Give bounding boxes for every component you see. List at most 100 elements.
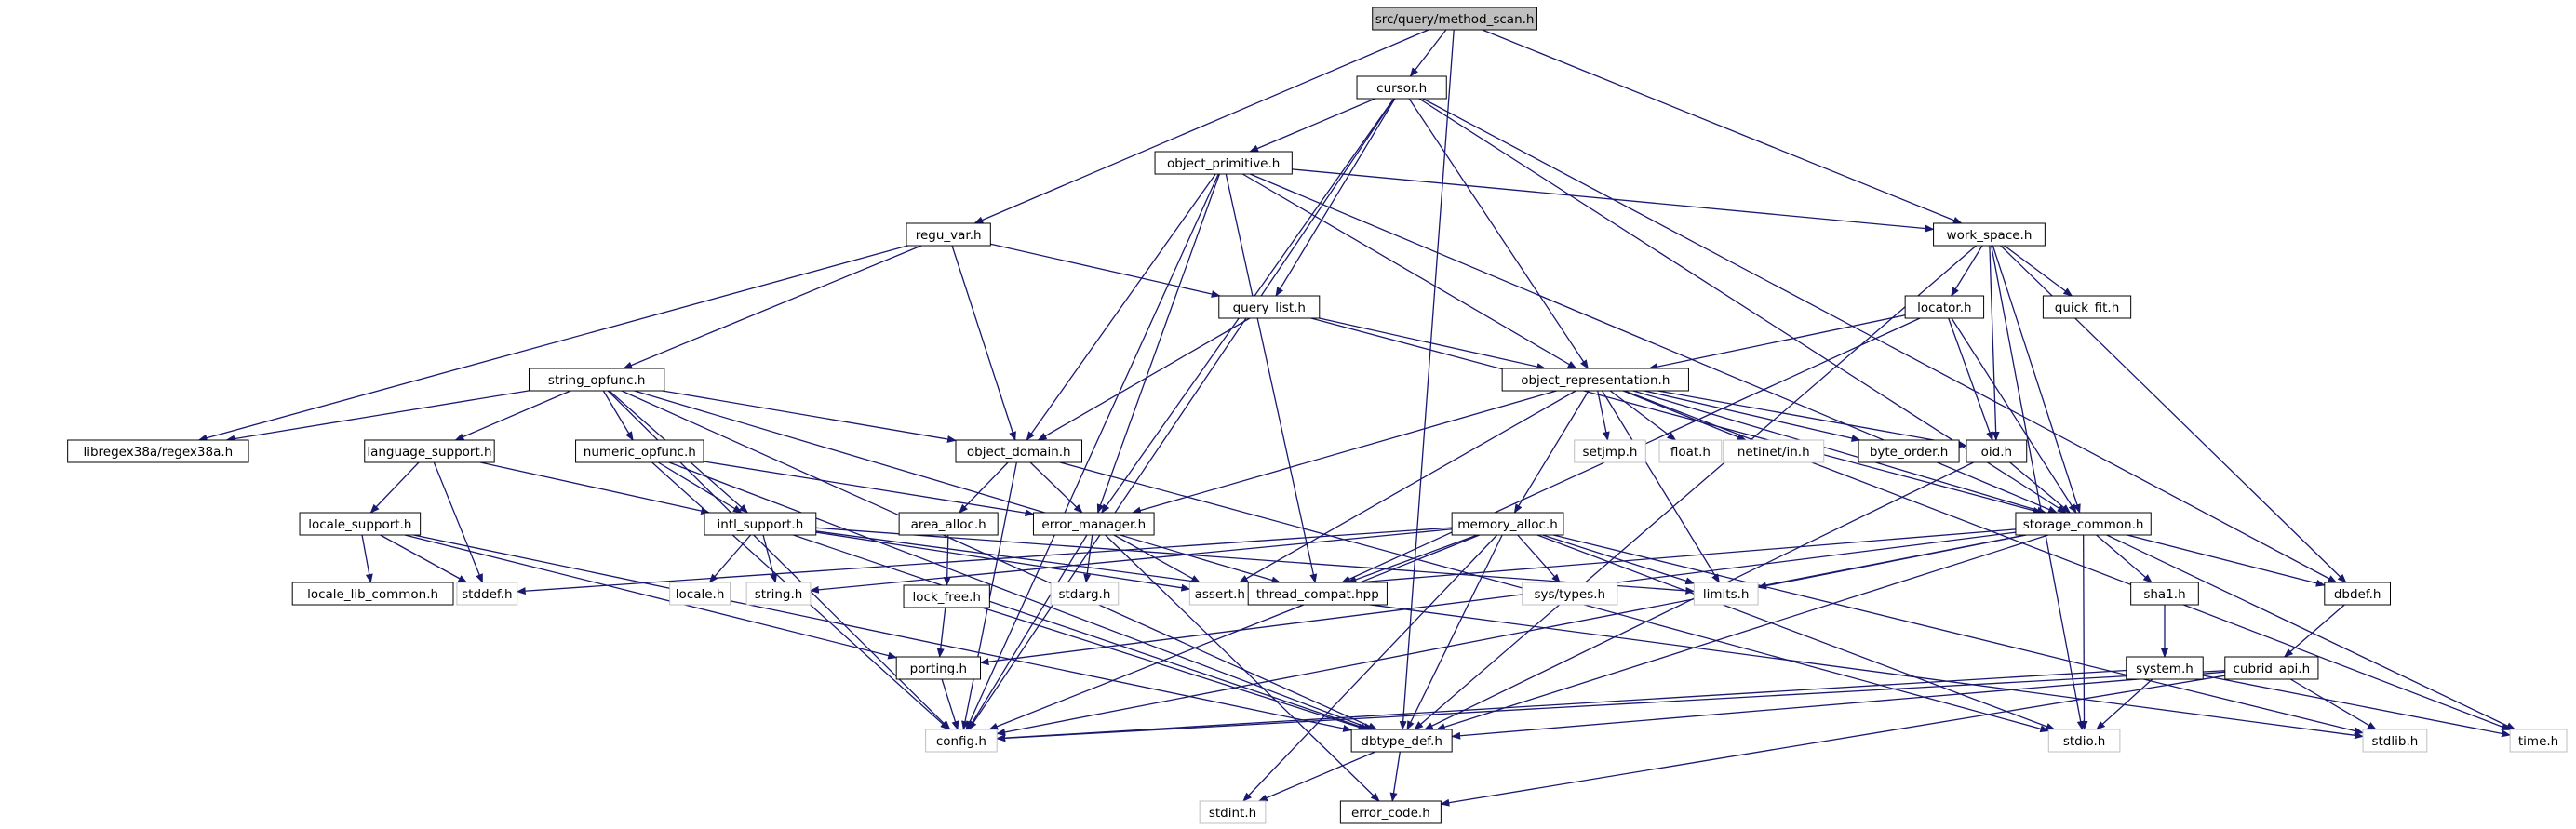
node-box-locator — [1904, 295, 1985, 319]
node-storage_common[interactable]: storage_common.h — [2015, 512, 2152, 536]
edge-dbtype_def-to-stdint — [1257, 751, 1376, 802]
node-system[interactable]: system.h — [2126, 656, 2204, 680]
node-box-cubrid_api — [2224, 656, 2319, 680]
node-label-error_manager: error_manager.h — [1041, 517, 1146, 532]
node-label-porting: porting.h — [910, 662, 967, 676]
node-intl_support[interactable]: intl_support.h — [704, 512, 817, 536]
node-libregex[interactable]: libregex38a/regex38a.h — [67, 439, 249, 463]
node-limits: limits.h — [1693, 582, 1759, 606]
edge-work_space-to-oid — [1989, 245, 2000, 441]
edge-object_representation-to-setjmp — [1597, 390, 1610, 441]
node-label-string: string.h — [755, 587, 803, 602]
edge-error_manager-to-error_code — [1105, 534, 1380, 802]
node-object_representation[interactable]: object_representation.h — [1501, 368, 1689, 392]
node-label-method_scan: src/query/method_scan.h — [1375, 12, 1535, 27]
edge-memory_alloc-to-thread_compat — [1347, 534, 1478, 583]
edge-intl_support-to-locale — [708, 534, 752, 583]
node-byte_order[interactable]: byte_order.h — [1858, 439, 1960, 463]
node-label-stdlib: stdlib.h — [2371, 734, 2418, 749]
node-box-intl_support — [704, 512, 817, 536]
node-lock_free[interactable]: lock_free.h — [903, 584, 990, 608]
node-box-byte_order — [1858, 439, 1960, 463]
node-box-numeric_opfunc — [575, 439, 704, 463]
edge-query_list-to-object_domain — [1037, 317, 1251, 441]
node-label-lock_free: lock_free.h — [912, 590, 980, 605]
node-method_scan[interactable]: src/query/method_scan.h — [1372, 7, 1537, 31]
node-label-numeric_opfunc: numeric_opfunc.h — [584, 445, 696, 460]
edge-string_opfunc-to-language_support — [454, 390, 571, 441]
node-dbdef[interactable]: dbdef.h — [2324, 582, 2392, 606]
node-object_domain[interactable]: object_domain.h — [955, 439, 1083, 463]
node-oid[interactable]: oid.h — [1966, 439, 2028, 463]
node-stdlib: stdlib.h — [2362, 729, 2428, 753]
edge-numeric_opfunc-to-error_manager — [703, 461, 1035, 517]
node-cubrid_api[interactable]: cubrid_api.h — [2224, 656, 2319, 680]
node-object_primitive[interactable]: object_primitive.h — [1154, 151, 1293, 175]
edge-regu_var-to-object_domain — [951, 245, 1016, 441]
edge-string_opfunc-to-object_domain — [662, 390, 957, 443]
node-box-string — [745, 582, 812, 606]
edge-memory_alloc-to-stddef — [516, 527, 1453, 595]
node-box-regu_var — [906, 222, 991, 247]
node-locale: locale.h — [669, 582, 731, 606]
edge-method_scan-to-work_space — [1482, 29, 1963, 224]
edge-memory_alloc-to-sys_types — [1517, 534, 1561, 583]
node-stdint: stdint.h — [1199, 800, 1267, 824]
edge-storage_common-to-config — [996, 534, 2026, 736]
edge-locator-to-object_representation — [1648, 314, 1906, 371]
node-box-area_alloc — [898, 512, 999, 536]
node-thread_compat[interactable]: thread_compat.hpp — [1247, 582, 1388, 606]
node-label-object_domain: object_domain.h — [967, 445, 1071, 460]
edge-object_representation-to-error_manager — [1132, 390, 1557, 515]
node-label-storage_common: storage_common.h — [2023, 517, 2144, 532]
node-error_manager[interactable]: error_manager.h — [1032, 512, 1155, 536]
node-box-string_opfunc — [528, 368, 665, 392]
edge-regu_var-to-libregex — [197, 245, 908, 442]
node-float: float.h — [1658, 439, 1723, 463]
node-box-dbdef — [2324, 582, 2392, 606]
node-label-assert: assert.h — [1195, 587, 1245, 602]
edge-object_primitive-to-object_domain — [1026, 173, 1216, 441]
node-stdarg: stdarg.h — [1050, 582, 1120, 606]
node-language_support[interactable]: language_support.h — [364, 439, 495, 463]
edge-intl_support-to-limits — [815, 527, 1696, 595]
edge-memory_alloc-to-dbtype_def — [1406, 534, 1503, 730]
edge-storage_common-to-assert — [1249, 528, 2017, 595]
edge-system-to-stdio — [2096, 678, 2153, 730]
edge-object_representation-to-byte_order — [1644, 390, 1861, 442]
node-label-locator: locator.h — [1917, 301, 1971, 315]
edge-cursor-to-object_representation — [1408, 98, 1589, 369]
node-memory_alloc[interactable]: memory_alloc.h — [1451, 512, 1564, 536]
edge-work_space-to-quick_fit — [2004, 245, 2073, 297]
edge-cursor-to-object_primitive — [1249, 98, 1376, 153]
edge-object_domain-to-area_alloc — [959, 461, 1009, 514]
node-numeric_opfunc[interactable]: numeric_opfunc.h — [575, 439, 704, 463]
node-regu_var[interactable]: regu_var.h — [906, 222, 991, 247]
node-label-stdint: stdint.h — [1209, 806, 1256, 821]
node-query_list[interactable]: query_list.h — [1218, 295, 1321, 319]
node-label-locale: locale.h — [676, 587, 725, 602]
node-porting[interactable]: porting.h — [895, 656, 982, 680]
node-locale_support[interactable]: locale_support.h — [299, 512, 422, 536]
node-work_space[interactable]: work_space.h — [1933, 222, 2046, 247]
edge-language_support-to-stddef — [433, 461, 484, 583]
edge-work_space-to-stdio — [1991, 245, 2085, 730]
node-locator[interactable]: locator.h — [1904, 295, 1985, 319]
node-label-work_space: work_space.h — [1947, 228, 2033, 243]
node-box-error_manager — [1032, 512, 1155, 536]
dependency-edges — [197, 29, 2516, 807]
node-error_code[interactable]: error_code.h — [1339, 800, 1442, 824]
node-string_opfunc[interactable]: string_opfunc.h — [528, 368, 665, 392]
edge-string_opfunc-to-thread_compat — [634, 390, 1281, 584]
edge-dbtype_def-to-error_code — [1389, 751, 1401, 802]
node-area_alloc[interactable]: area_alloc.h — [898, 512, 999, 536]
node-quick_fit[interactable]: quick_fit.h — [2042, 295, 2132, 319]
node-sha1[interactable]: sha1.h — [2130, 582, 2199, 606]
node-locale_lib_common[interactable]: locale_lib_common.h — [291, 582, 454, 606]
node-cursor[interactable]: cursor.h — [1356, 75, 1447, 100]
node-label-setjmp: setjmp.h — [1583, 445, 1638, 460]
node-box-sys_types — [1522, 582, 1618, 606]
edge-cubrid_api-to-stdlib — [2289, 678, 2377, 730]
node-dbtype_def[interactable]: dbtype_def.h — [1350, 729, 1453, 753]
node-box-stdio — [2047, 729, 2121, 753]
